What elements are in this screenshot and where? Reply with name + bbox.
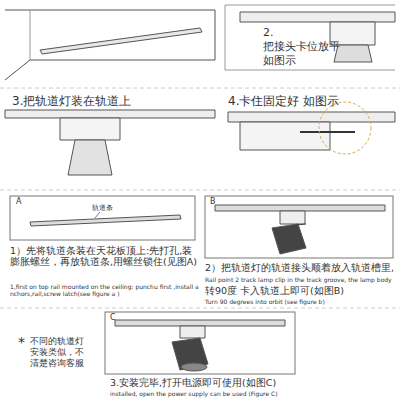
step-heading: 3.把轨道灯装在轨道上 <box>12 94 212 108</box>
english-text: Turn 90 degrees into orbit (see figure b… <box>205 298 400 305</box>
figure-letter: B <box>210 197 230 207</box>
step-number: 2. <box>263 26 323 39</box>
instruction-text: 转90度 卡入轨道上即可(如图B) <box>205 285 400 296</box>
step-text: 如图示 <box>263 54 323 67</box>
part-name: 轨道条 <box>92 204 132 212</box>
english-text: installed, open the power supply can be … <box>110 390 340 397</box>
note-text: 不同的轨道灯安装类似，不清楚咨询客服 <box>30 336 92 368</box>
instruction-text: 1）先将轨道条装在天花板顶上:先打孔,装膨胀螺丝，再放轨道条,用螺丝锁住(见图A… <box>10 245 200 268</box>
figure-letter: C <box>110 313 130 323</box>
english-text: 1,first on top rail mounted on the ceili… <box>10 283 200 297</box>
instruction-text: 3.安装完毕,打开电源即可使用(如图C) <box>110 377 340 388</box>
ceiling-track-drawing <box>0 5 400 374</box>
note-mark: * <box>18 334 30 351</box>
step-heading: 4.卡住固定好 如图示 <box>228 94 398 108</box>
instruction-text: 2）把轨道灯的轨道接头顺着放入轨道槽里, <box>205 262 400 273</box>
step-text: 把接头卡位放平 <box>263 40 363 53</box>
english-text: Rail point 2 track lamp clip in the trac… <box>205 276 400 283</box>
figure-letter: A <box>16 197 36 207</box>
